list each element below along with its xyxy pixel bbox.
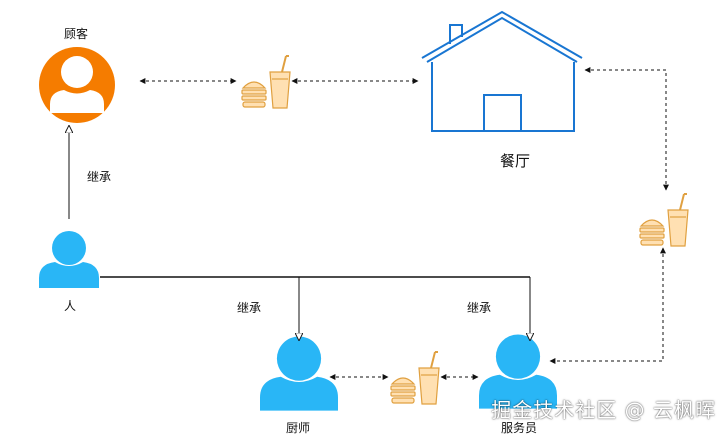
restaurant-house-icon [421, 10, 583, 132]
chef-person-icon [260, 336, 338, 411]
person-icon [39, 231, 99, 288]
food-icon-right [639, 193, 689, 247]
watermark: 掘金技术社区 @ 云枫晖 [491, 398, 716, 422]
food-icon-bottom [390, 351, 440, 405]
restaurant-label: 餐厅 [500, 152, 531, 170]
person-label: 人 [64, 299, 77, 313]
inherit-label-customer: 继承 [87, 170, 112, 184]
food-waiter-arrow [549, 247, 666, 364]
inherit-label-waiter: 继承 [467, 301, 492, 315]
customer-label: 顾客 [64, 27, 89, 41]
inherit-label-chef: 继承 [237, 301, 262, 315]
chef-label: 厨师 [286, 421, 311, 435]
customer-icon [39, 47, 115, 123]
waiter-label: 服务员 [501, 421, 538, 435]
restaurant-food-arrow [584, 67, 669, 191]
food-icon-top [241, 55, 291, 109]
